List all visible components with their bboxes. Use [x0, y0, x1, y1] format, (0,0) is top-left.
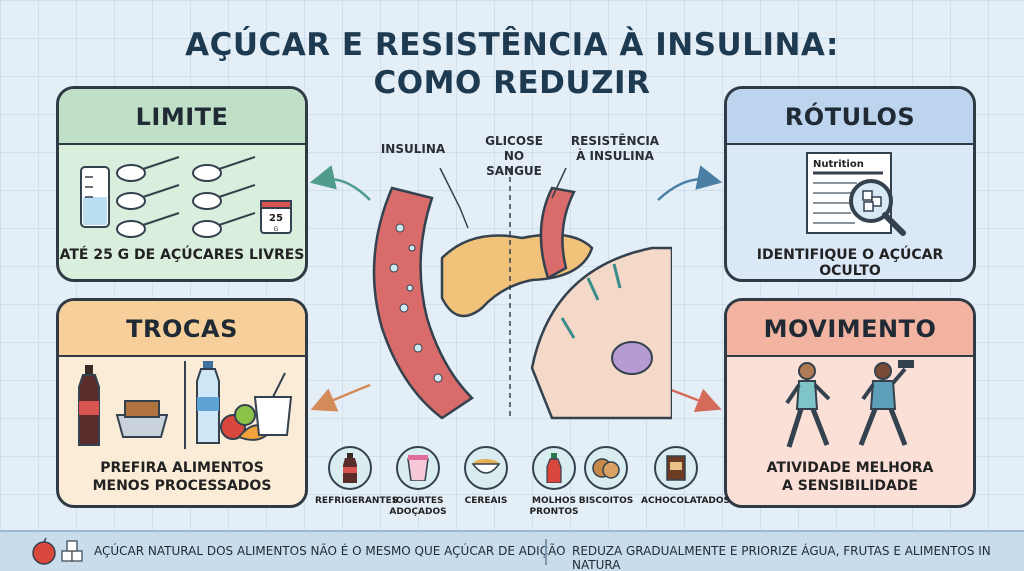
food-refrigerantes: REFRIGERANTES	[315, 446, 399, 507]
label-glicose-1: GLICOSE	[485, 134, 543, 148]
card-limite-title: LIMITE	[59, 89, 305, 145]
card-trocas-caption-1: PREFIRA ALIMENTOS	[100, 460, 264, 476]
lifting-man-icon	[858, 360, 914, 446]
food-label: REFRIGERANTES	[315, 496, 399, 506]
label-glicose: GLICOSE NO SANGUE	[474, 134, 554, 179]
card-movimento-title: MOVIMENTO	[727, 301, 973, 357]
blood-vessel-left	[372, 186, 474, 420]
measuring-spoons-illustration: 25 G	[80, 156, 292, 238]
cookies-icon	[584, 446, 628, 490]
center-physiology-illustration	[372, 168, 672, 420]
yogurt-cup-icon	[253, 372, 293, 436]
card-movimento-caption-1: ATIVIDADE MELHORA	[766, 460, 934, 476]
footer-divider	[545, 539, 547, 565]
card-trocas: TROCAS PREFIRA ALIMENTOS MENOS PROCES	[56, 298, 308, 508]
card-limite: LIMITE 25 G ATÉ 25 G DE AÇÚCARES LIVRES	[56, 86, 308, 282]
yogurt-icon	[396, 446, 440, 490]
card-trocas-caption: PREFIRA ALIMENTOS MENOS PROCESSADOS	[59, 459, 305, 495]
card-trocas-caption-2: MENOS PROCESSADOS	[92, 478, 272, 494]
water-bottle-icon	[196, 361, 220, 444]
card-rotulos-title: RÓTULOS	[727, 89, 973, 145]
cake-tray-icon	[115, 400, 169, 438]
page-title: AÇÚCAR E RESISTÊNCIA À INSULINA: COMO RE…	[180, 26, 844, 102]
cola-bottle-icon	[78, 365, 100, 446]
sauce-bottle-icon	[532, 446, 576, 490]
footer-bar: AÇÚCAR NATURAL DOS ALIMENTOS NÃO É O MES…	[0, 530, 1024, 571]
card-trocas-title: TROCAS	[59, 301, 305, 357]
soda-bottle-icon	[328, 446, 372, 490]
food-label: ACHOCOLATADOS	[641, 496, 731, 506]
footer-right-text: REDUZA GRADUALMENTE E PRIORIZE ÁGUA, FRU…	[572, 544, 991, 571]
blood-vessel-right	[539, 186, 576, 280]
calendar-unit: G	[274, 226, 279, 233]
food-biscoitos: BISCOITOS	[571, 446, 641, 507]
food-achocolatados: ACHOCOLATADOS	[641, 446, 731, 507]
label-resistencia-1: RESISTÊNCIA	[570, 134, 660, 148]
sugar-spoons-icon	[116, 156, 256, 238]
card-rotulos-caption: IDENTIFIQUE O AÇÚCAR OCULTO	[756, 247, 944, 279]
apple-sugar-cubes-icon	[32, 537, 83, 565]
fruits-icon	[220, 404, 273, 441]
label-insulina: INSULINA	[380, 142, 446, 156]
nutrition-label-illustration: Nutrition	[806, 152, 906, 236]
exercise-illustration	[785, 360, 914, 448]
food-label: CEREAIS	[464, 496, 508, 506]
walking-woman-icon	[785, 362, 831, 448]
title-line-2: COMO REDUZIR	[373, 65, 651, 101]
food-cereais: CEREAIS	[451, 446, 521, 507]
card-movimento-caption-2: A SENSIBILIDADE	[781, 478, 918, 494]
food-swap-illustration	[78, 361, 293, 449]
magnifier-icon	[849, 179, 906, 236]
card-limite-caption: ATÉ 25 G DE AÇÚCARES LIVRES	[59, 247, 305, 263]
calendar-icon: 25 G	[260, 200, 292, 234]
nutrition-label-word: Nutrition	[813, 159, 864, 170]
cereal-bowl-icon	[464, 446, 508, 490]
measuring-cup-icon	[80, 166, 110, 228]
card-movimento: MOVIMENTO ATIVIDADE MELHORA A SENSIBILID…	[724, 298, 976, 508]
label-resistencia-2: À INSULINA	[576, 149, 654, 163]
card-rotulos: RÓTULOS Nutrition IDENTIFIQUE O AÇÚCAR O…	[724, 86, 976, 282]
calendar-day: 25	[269, 213, 283, 224]
cell-nucleus	[611, 341, 653, 375]
label-glicose-2: NO SANGUE	[486, 149, 542, 178]
food-label: BISCOITOS	[578, 496, 634, 506]
cell-membrane	[530, 246, 672, 420]
chocolate-box-icon	[654, 446, 698, 490]
card-movimento-caption: ATIVIDADE MELHORA A SENSIBILIDADE	[727, 459, 973, 495]
footer-left-text: AÇÚCAR NATURAL DOS ALIMENTOS NÃO É O MES…	[94, 544, 566, 558]
title-line-1: AÇÚCAR E RESISTÊNCIA À INSULINA:	[185, 27, 839, 63]
label-resistencia: RESISTÊNCIA À INSULINA	[568, 134, 662, 164]
